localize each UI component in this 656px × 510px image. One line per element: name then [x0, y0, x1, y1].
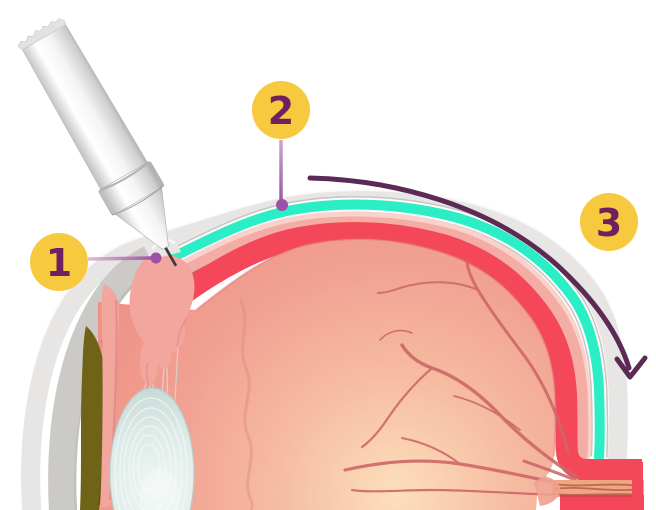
injector-body — [22, 24, 148, 190]
vessel — [522, 459, 577, 482]
needle — [162, 244, 178, 267]
callout-3-number: 3 — [596, 201, 622, 245]
vessel — [453, 395, 521, 431]
spread-arrow — [307, 175, 632, 371]
lens-ring — [128, 425, 172, 510]
collar-seam-top — [98, 161, 151, 193]
vessel — [350, 488, 564, 497]
iris-pink-strip — [100, 284, 120, 508]
vessel — [465, 260, 570, 454]
choroid-pink-layer — [148, 216, 589, 462]
callout-1-circle — [30, 233, 88, 291]
callout-1-number: 1 — [46, 241, 72, 285]
ciliary-process — [156, 331, 172, 369]
nerve-stripe — [551, 493, 643, 496]
nerve-right-cap — [632, 462, 643, 510]
vitreous-body — [98, 238, 556, 510]
ciliary-process — [140, 338, 158, 386]
vessel — [360, 366, 434, 449]
lens-body — [109, 387, 195, 510]
callout-3-circle — [580, 193, 638, 251]
callout-2-badge: 2 — [252, 81, 310, 139]
lens-ring — [132, 434, 166, 502]
lens — [109, 387, 195, 510]
eye-wall-layers — [20, 189, 642, 510]
anterior-segment — [80, 254, 195, 510]
callout-2-circle — [252, 81, 310, 139]
retinal-vessels — [343, 260, 582, 497]
injector — [17, 18, 178, 267]
lens-ring — [119, 407, 183, 510]
body-seam — [100, 161, 148, 190]
callout-2-dot — [276, 199, 288, 211]
drug-teal-layer — [145, 199, 605, 462]
nerve-stripe — [553, 483, 643, 487]
vessel — [400, 343, 580, 480]
callouts: 1 2 3 — [30, 81, 648, 380]
nerve-vitreous-pinch — [534, 476, 561, 506]
collar-seam-bottom — [111, 184, 165, 216]
nerve-lower-red — [560, 495, 644, 510]
lens-ring — [123, 416, 177, 510]
callout-1-dot — [150, 252, 162, 264]
lens-ring — [114, 397, 188, 510]
vessel — [379, 329, 413, 341]
injector-crimp-top — [17, 18, 67, 51]
iris — [80, 326, 106, 510]
spread-arrowhead — [614, 355, 648, 380]
callout-1-badge: 1 — [30, 233, 88, 291]
callout-3-badge: 3 — [580, 193, 638, 251]
lens-ring — [137, 443, 161, 491]
optic-nerve — [534, 462, 644, 510]
vessel — [401, 437, 461, 465]
callout-2-number: 2 — [268, 89, 294, 133]
wavy-line — [238, 297, 254, 510]
vessel — [377, 281, 479, 294]
callout-1-line — [87, 256, 153, 261]
lens-rings — [114, 397, 188, 510]
lens-glint — [140, 468, 180, 510]
